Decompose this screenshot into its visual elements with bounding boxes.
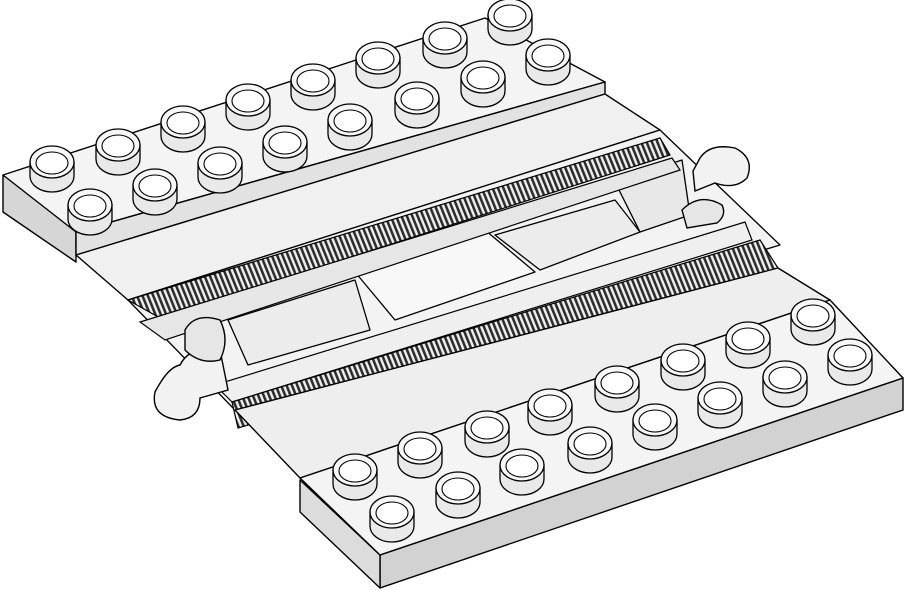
stud-lower-front-6 [697,381,743,429]
stud-lower-front-8 [827,338,873,386]
stud-lower-back-6 [660,343,706,391]
stud-upper-front-2 [132,168,178,216]
rail-upper [126,137,681,341]
stud-lower-front-5 [632,403,678,451]
stud-upper-back-6 [355,41,401,89]
stud-lower-front-3 [499,448,545,496]
stud-lower-back-5 [594,365,640,413]
stud-grid [29,0,873,543]
stud-upper-back-5 [290,63,336,111]
stud-upper-front-3 [197,146,243,194]
stud-upper-back-1 [29,145,75,193]
stud-lower-back-8 [790,298,836,346]
stud-upper-front-7 [460,60,506,108]
stud-upper-back-3 [160,105,206,153]
stud-lower-back-1 [332,453,378,501]
stud-upper-front-5 [327,103,373,151]
stud-lower-front-4 [567,426,613,474]
stud-upper-front-1 [67,188,113,236]
stud-upper-back-4 [225,83,271,131]
right-connector-knob [681,146,750,229]
stud-lower-back-4 [527,388,573,436]
stud-lower-front-7 [762,360,808,408]
stud-lower-front-2 [435,471,481,519]
stud-lower-back-2 [397,431,443,479]
stud-upper-front-6 [394,81,440,129]
stud-lower-front-1 [369,495,415,543]
left-connector-knob [153,316,229,421]
base-plate [2,174,904,589]
stud-lower-back-3 [464,410,510,458]
stud-upper-back-8 [487,0,533,46]
stud-lower-back-7 [725,321,771,369]
stud-upper-front-8 [525,38,571,86]
stud-upper-back-7 [422,21,468,69]
stud-upper-front-4 [262,125,308,173]
stud-upper-back-2 [95,128,141,176]
